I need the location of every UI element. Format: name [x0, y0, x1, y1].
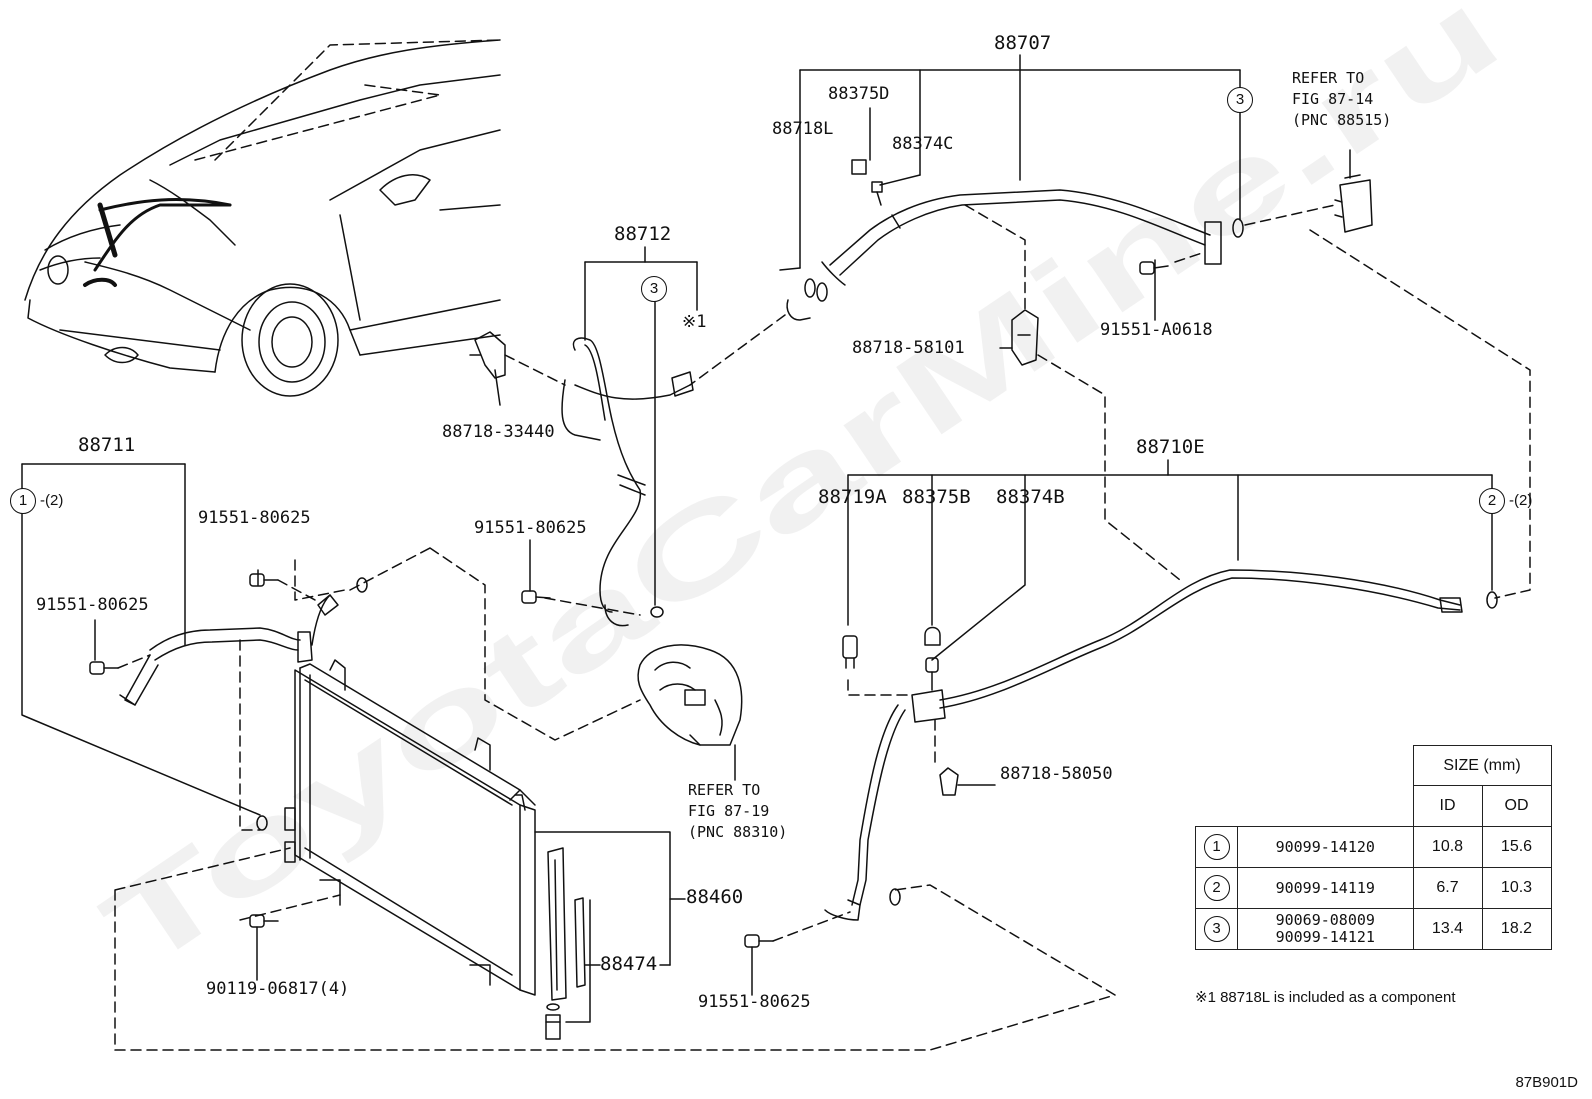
row-od: 18.2 [1481, 907, 1552, 950]
condenser [284, 659, 536, 996]
label-88718-58101: 88718-58101 [852, 338, 965, 358]
table-row: 1 90099-14120 10.8 15.6 [1195, 825, 1552, 868]
row-mark-1: 1 [1203, 833, 1230, 860]
vehicle-leader-lines [194, 39, 501, 161]
bolt-91551-a0618 [1139, 259, 1169, 321]
hose-88707 [779, 54, 1244, 321]
table-row: 3 90069-08009 90099-14121 13.4 18.2 [1195, 907, 1552, 950]
table-row: 2 90099-14119 6.7 10.3 [1195, 866, 1552, 909]
label-88707: 88707 [994, 32, 1052, 54]
row-part-numbers: 90069-08009 90099-14121 [1237, 907, 1414, 950]
label-88374B: 88374B [996, 486, 1065, 508]
bracket-88718-33440 [469, 331, 506, 406]
hose-88712 [561, 246, 698, 627]
bracket-88718-58101 [999, 309, 1039, 366]
label-88718L: 88718L [772, 119, 834, 139]
label-91551-80625-c: 91551-80625 [474, 518, 587, 538]
label-88719A: 88719A [818, 486, 887, 508]
row-od: 15.6 [1481, 825, 1552, 868]
row-part-number: 90099-14119 [1237, 866, 1414, 909]
label-91551-80625-d: 91551-80625 [698, 992, 811, 1012]
label-88710E: 88710E [1136, 436, 1205, 458]
label-88474: 88474 [600, 953, 658, 975]
label-88460: 88460 [686, 886, 744, 908]
label-88718-58050: 88718-58050 [1000, 764, 1113, 784]
label-91551-A0618: 91551-A0618 [1100, 320, 1213, 340]
row-id: 6.7 [1412, 866, 1483, 909]
callout-2-suffix: -(2) [1509, 492, 1533, 509]
table-header-size: SIZE (mm) [1412, 745, 1552, 786]
hose-88711 [21, 463, 368, 831]
figure-code: 87B901D [1515, 1074, 1578, 1091]
callout-3-top: 3 [1227, 87, 1253, 113]
receiver-88460 [534, 831, 686, 1040]
bolt-90119-06817 [249, 914, 279, 981]
label-88375B: 88375B [902, 486, 971, 508]
callout-1: 1 [10, 488, 36, 514]
row-id: 13.4 [1412, 907, 1483, 950]
row-part-number-2: 90099-14121 [1275, 927, 1375, 946]
callout-2: 2 [1479, 488, 1505, 514]
label-88375D: 88375D [828, 84, 890, 104]
row-od: 10.3 [1481, 866, 1552, 909]
refer-fig-87-14: REFER TO FIG 87-14 (PNC 88515) [1292, 69, 1392, 129]
row-mark-3: 3 [1203, 915, 1230, 942]
table-subheader-row: ID OD [1196, 785, 1552, 827]
table-header-row: SIZE (mm) [1196, 745, 1552, 786]
row-part-number: 90099-14120 [1237, 825, 1414, 868]
label-88711: 88711 [78, 434, 136, 456]
compressor [637, 644, 743, 781]
callout-3-mid: 3 [641, 276, 667, 302]
row-mark-2: 2 [1203, 874, 1230, 901]
note-mark: ※1 [682, 312, 707, 332]
o-ring-size-table: SIZE (mm) ID OD 1 90099-14120 10.8 15.6 … [1195, 745, 1552, 950]
row-part-number-1: 90069-08009 [1275, 910, 1375, 929]
tube-88710E [744, 459, 1498, 996]
expansion-valve [1334, 149, 1373, 233]
callout-1-suffix: -(2) [40, 492, 64, 509]
label-91551-80625-a: 91551-80625 [198, 508, 311, 528]
row-id: 10.8 [1412, 825, 1483, 868]
refer-fig-87-19: REFER TO FIG 87-19 (PNC 88310) [688, 781, 788, 841]
vehicle-illustration [24, 39, 501, 397]
label-88718-33440: 88718-33440 [442, 422, 555, 442]
bolt-91551-80625-compressor [521, 539, 551, 604]
label-88374C: 88374C [892, 134, 954, 154]
label-91551-80625-b: 91551-80625 [36, 595, 149, 615]
footnote: ※1 88718L is included as a component [1195, 989, 1456, 1006]
table-header-id: ID [1412, 785, 1483, 827]
label-88712: 88712 [614, 223, 672, 245]
table-header-od: OD [1481, 785, 1552, 827]
label-90119-06817: 90119-06817(4) [206, 979, 350, 999]
